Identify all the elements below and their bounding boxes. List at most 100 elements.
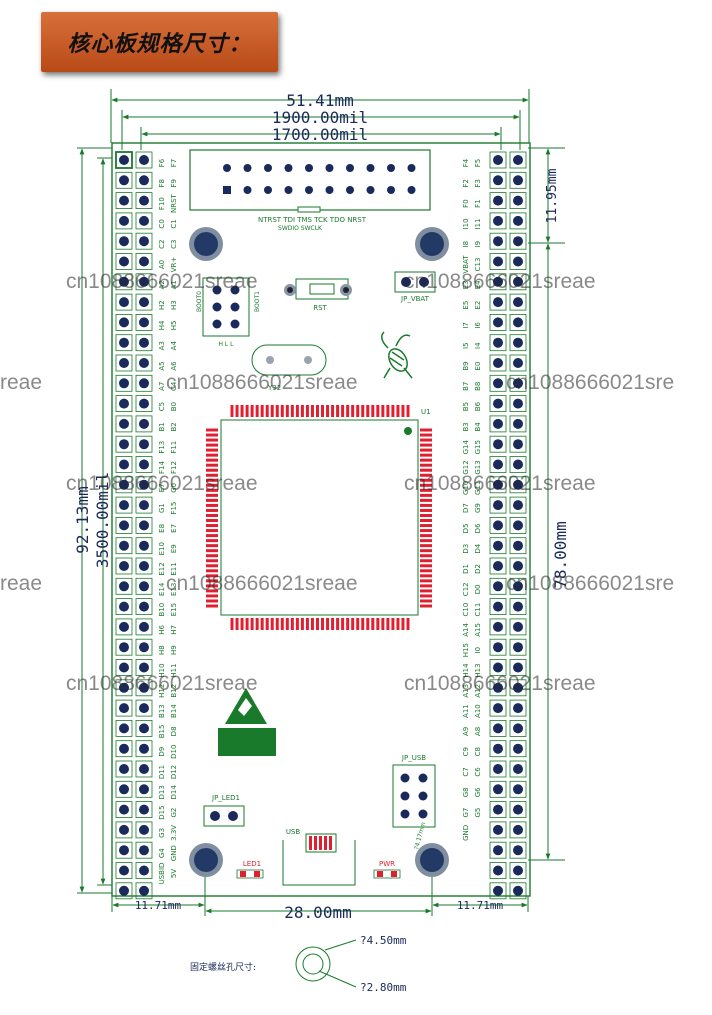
- pin-label: G5: [474, 808, 482, 818]
- pin-label: A5: [158, 361, 166, 370]
- mcu-pad: [255, 618, 259, 630]
- crystal-label: Y32: [267, 384, 281, 392]
- pin-label: C10: [462, 603, 470, 617]
- pin-label: F2: [462, 179, 470, 187]
- header-pad: [135, 598, 153, 615]
- mcu-pad: [206, 589, 218, 593]
- mcu-pad: [206, 579, 218, 583]
- header-pin: [119, 378, 129, 389]
- mcu-pad: [321, 618, 325, 630]
- header-pad: [115, 374, 133, 392]
- header-pin: [139, 662, 149, 673]
- mcu-pad: [391, 618, 395, 630]
- pin-label: D0: [474, 584, 482, 594]
- header-pad: [115, 232, 133, 250]
- header-pin: [119, 418, 129, 429]
- pin-label: D6: [474, 523, 482, 533]
- header-pad: [115, 435, 133, 453]
- page-title: 核心板规格尺寸：: [67, 32, 252, 57]
- header-pin: [513, 885, 523, 896]
- pin-label: F6: [158, 158, 166, 167]
- header-pad: [489, 232, 507, 250]
- header-pin: [119, 459, 129, 470]
- pin-label: NRST: [170, 193, 178, 213]
- mcu-pad: [206, 554, 218, 558]
- mcu-pad: [420, 589, 432, 593]
- mcu-pad: [206, 574, 218, 578]
- header-pin: [493, 439, 503, 450]
- jtag-pin: [346, 186, 354, 194]
- pin-label: B12: [170, 684, 178, 698]
- header-pad: [509, 212, 527, 230]
- header-pad: [489, 659, 507, 676]
- pin-label: E10: [158, 542, 166, 555]
- header-pin: [119, 398, 129, 409]
- mcu-pad: [420, 549, 432, 553]
- header-pad: [489, 517, 507, 534]
- pin-label: E5: [462, 301, 470, 310]
- pin-label: C2: [158, 240, 166, 249]
- header-pad: [115, 638, 133, 656]
- mcu-pad: [206, 448, 218, 452]
- jtag-pin: [366, 186, 375, 194]
- header-pin: [119, 804, 129, 815]
- header-pad: [509, 293, 527, 311]
- pin-label: C7: [462, 767, 470, 776]
- jtag-pin: [284, 186, 293, 194]
- header-pin: [493, 642, 503, 653]
- header-pad: [135, 212, 153, 230]
- pin-label: B5: [462, 402, 470, 411]
- jp-led1: [203, 805, 245, 827]
- bee-logo: [381, 331, 413, 379]
- header-pad: [489, 415, 507, 433]
- mcu-pad: [331, 405, 335, 417]
- boot-jumper: [202, 277, 250, 337]
- mcu-pad: [275, 405, 279, 417]
- mounting-holes: [189, 227, 449, 877]
- header-pad: [509, 537, 527, 555]
- jtag-pin: [325, 164, 334, 172]
- mcu-pad: [275, 618, 279, 630]
- mcu-pad: [420, 579, 432, 583]
- pin-label: D9: [158, 747, 166, 757]
- mcu-pad: [206, 488, 218, 492]
- boot-pin: [230, 302, 240, 312]
- header-pin: [513, 845, 523, 856]
- header-pin: [513, 621, 523, 632]
- header-pin: [513, 703, 523, 714]
- header-pin: [493, 398, 503, 409]
- header-pin: [119, 601, 129, 612]
- mcu-pad: [280, 405, 284, 417]
- header-pad: [489, 801, 507, 818]
- header-pad: [115, 354, 133, 372]
- header-pin: [513, 581, 523, 592]
- header-pad: [509, 801, 527, 818]
- mcu-pad: [420, 584, 432, 588]
- dim-bottom-left: 11.71mm: [135, 899, 182, 912]
- mcu-pad: [376, 618, 380, 630]
- header-pad: [489, 212, 507, 230]
- mcu-pad: [290, 405, 294, 417]
- pin-label: F13: [158, 441, 166, 454]
- header-pin: [139, 358, 149, 368]
- header-pin: [119, 845, 129, 856]
- mcu-pad: [420, 433, 432, 437]
- jtag-pin: [223, 186, 231, 194]
- header-pad: [115, 841, 133, 859]
- pin-label: D15: [158, 805, 166, 819]
- header-pad: [489, 882, 507, 900]
- header-pin: [513, 642, 523, 653]
- pin-label: G0: [170, 483, 178, 493]
- header-pin: [119, 276, 129, 287]
- header-pin: [493, 561, 503, 571]
- pin-label: G3: [158, 828, 166, 838]
- pin-label: B14: [170, 704, 178, 718]
- mcu-pad: [235, 618, 239, 630]
- pin-label: C6: [474, 767, 482, 777]
- header-pad: [135, 476, 153, 494]
- pin-label: D11: [158, 765, 166, 779]
- header-pin: [139, 642, 149, 653]
- pin-label: H2: [158, 300, 166, 310]
- header-pad: [135, 862, 153, 879]
- header-pad: [115, 395, 133, 413]
